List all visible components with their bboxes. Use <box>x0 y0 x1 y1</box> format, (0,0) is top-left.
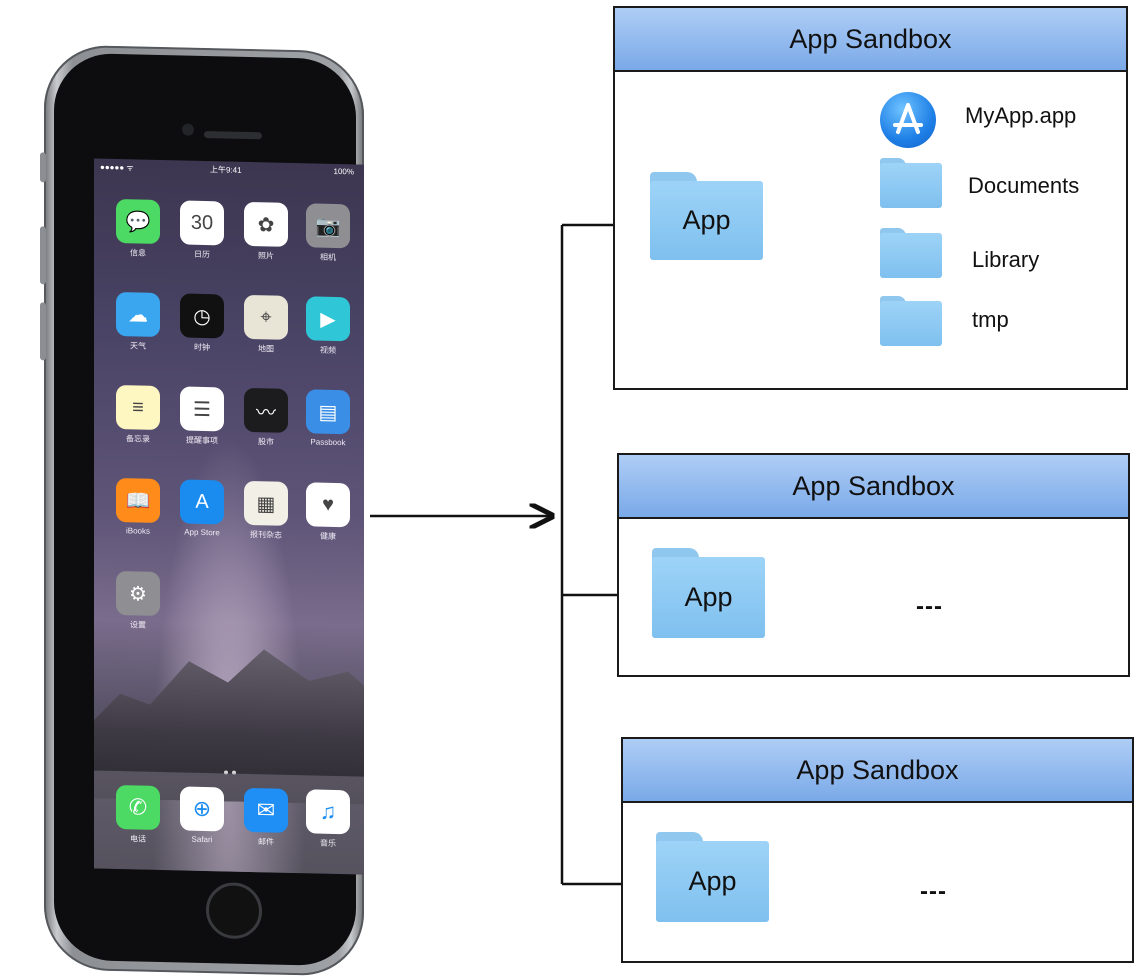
sandbox-3-app-folder: App <box>656 832 769 922</box>
app-store-icon <box>880 92 936 148</box>
content-tmp-label: tmp <box>972 307 1009 332</box>
folder-label: App <box>682 204 731 235</box>
documents-folder-icon <box>880 158 942 208</box>
content-library-label: Library <box>972 247 1040 272</box>
sandbox-3-ellipsis: --- <box>920 878 947 905</box>
tmp-folder-icon <box>880 296 942 346</box>
folder-label: App <box>684 582 733 612</box>
folder-label: App <box>688 866 737 896</box>
sandbox-3-title: App Sandbox <box>623 739 1132 803</box>
sandbox-2-title: App Sandbox <box>619 455 1128 519</box>
sandbox-1-app-folder: App <box>650 172 763 260</box>
content-documents-label: Documents <box>968 173 1080 198</box>
sandbox-2-ellipsis: --- <box>916 593 943 620</box>
sandbox-2-app-folder: App <box>652 548 765 638</box>
library-folder-icon <box>880 228 942 278</box>
content-myapp-label: MyApp.app <box>965 103 1077 128</box>
sandbox-1-title: App Sandbox <box>615 8 1126 72</box>
